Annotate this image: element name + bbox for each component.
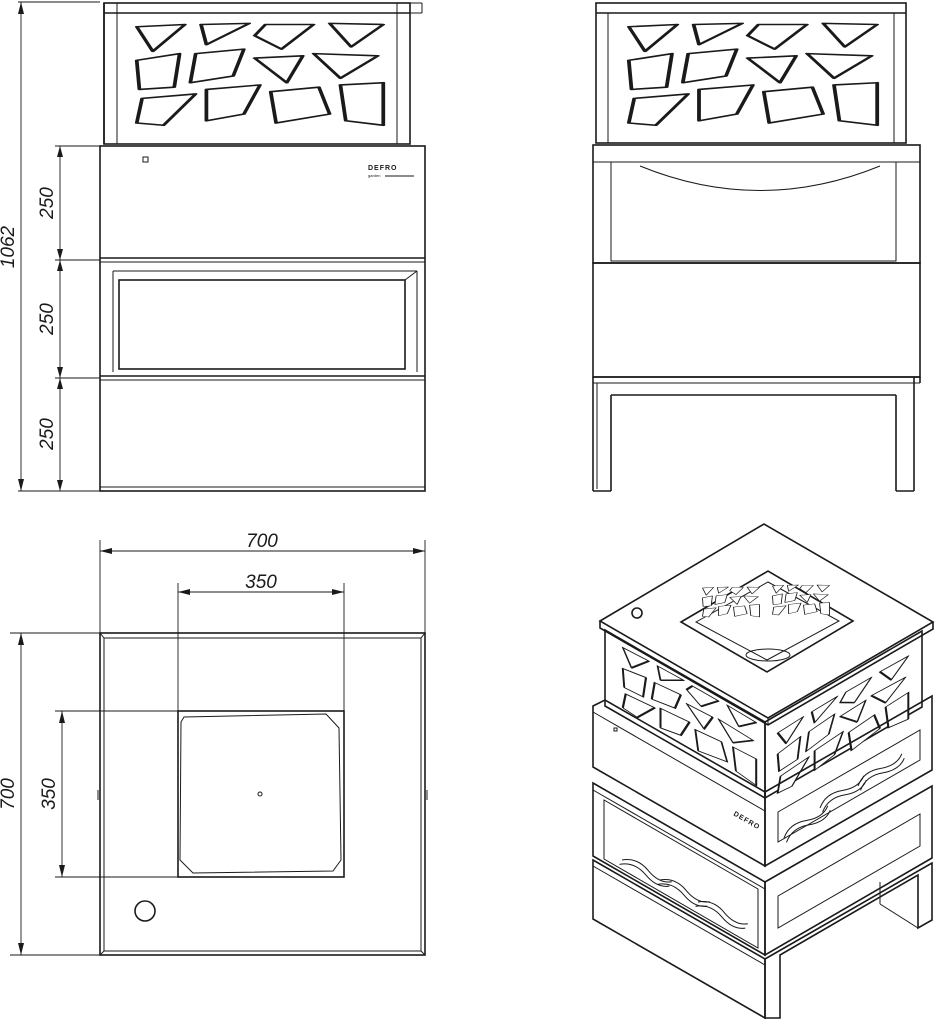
iso-middle-drawer [592, 781, 933, 957]
front-body: DEFRO garden [99, 145, 426, 492]
dim-width-total: 700 [246, 531, 278, 552]
center-point-icon [257, 791, 263, 797]
dim-depth-inner: 350 [39, 778, 60, 810]
front-brand-sub: garden [368, 173, 380, 178]
front-screen-panel [103, 2, 423, 145]
top-dimensions: 700 350 700 350 [0, 531, 426, 956]
iso-bottom-base [592, 858, 933, 1020]
isometric-view: DEFRO [592, 523, 935, 1020]
iso-lighter-hole-icon [631, 607, 643, 619]
dim-width-inner: 350 [245, 572, 277, 593]
front-view: DEFRO garden 1062 250 250 250 [0, 1, 426, 492]
dim-depth-total: 700 [0, 778, 19, 810]
front-brand-logo: DEFRO [368, 165, 398, 172]
iso-top-plate [598, 523, 935, 726]
front-dimensions: 1062 250 250 250 [0, 1, 100, 492]
side-screen-panel [595, 2, 907, 144]
top-view: 700 350 700 350 [0, 531, 428, 956]
dim-drawer-bottom: 250 [37, 418, 58, 451]
front-brand-plate: DEFRO garden [368, 165, 414, 178]
dim-height-total: 1062 [0, 225, 19, 268]
dim-drawer-middle: 250 [37, 303, 58, 336]
key-slot-icon [142, 156, 149, 163]
iso-key-slot-icon [613, 727, 618, 732]
side-body [592, 144, 921, 492]
dim-drawer-top: 250 [37, 187, 58, 220]
side-view [592, 2, 921, 492]
iso-top-drawer: DEFRO [592, 694, 933, 868]
top-opening [177, 710, 345, 878]
lighter-hole-icon [134, 900, 156, 922]
iso-brand-logo: DEFRO [732, 811, 761, 832]
